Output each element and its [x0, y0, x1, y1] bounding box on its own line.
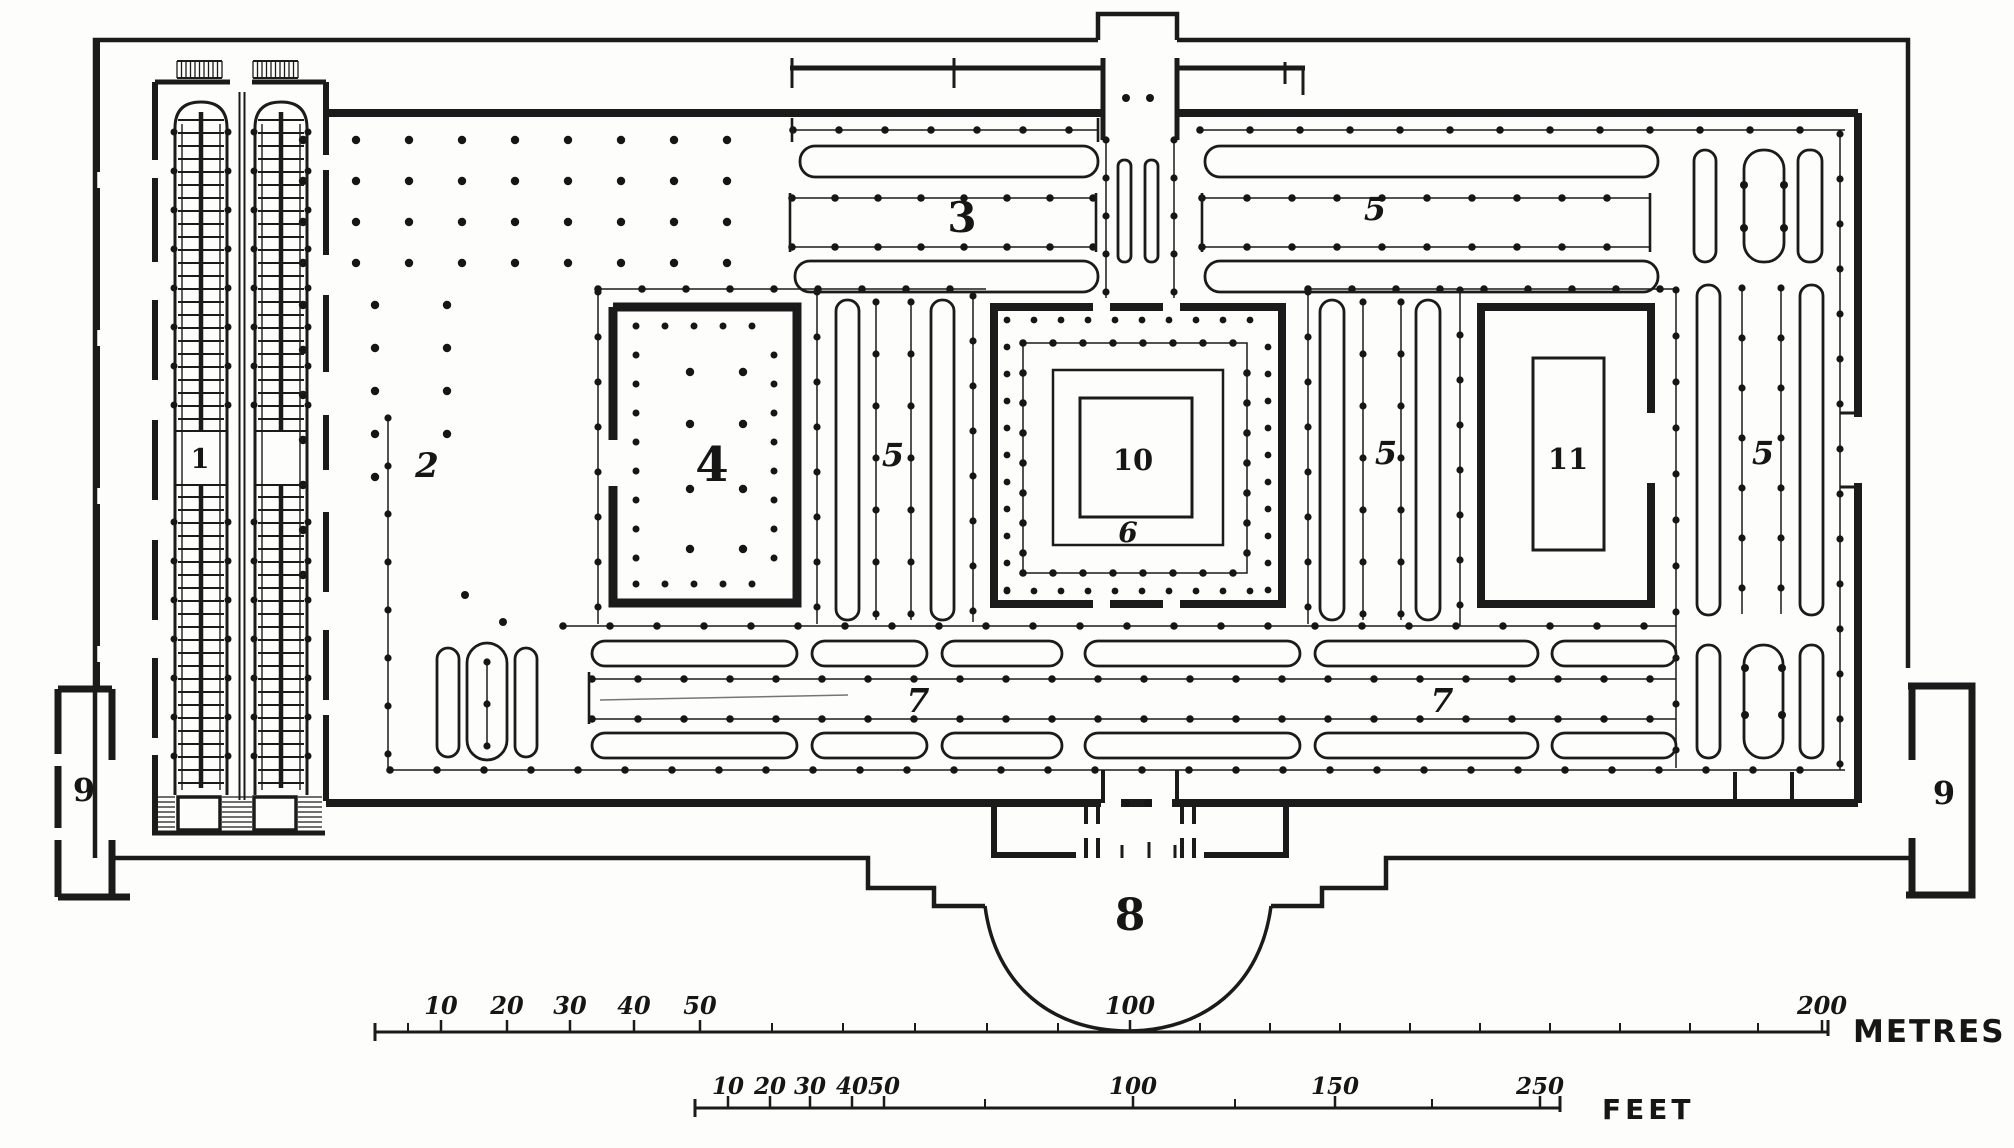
room-label-11: 11: [1548, 442, 1588, 476]
room-label-4: 4: [695, 437, 728, 493]
room-label-2: 2: [414, 446, 439, 486]
room-label-7: 7: [1431, 681, 1454, 720]
plan-generated: [96, 42, 1845, 832]
scale-tick-label: 50: [683, 991, 717, 1020]
room-label-5: 5: [1375, 434, 1397, 472]
room-label-3: 3: [947, 193, 976, 242]
scale-units: METRES FEET: [1602, 1014, 2006, 1126]
room-label-1: 1: [191, 444, 210, 475]
room-label-5: 5: [1752, 434, 1774, 472]
scale-tick-label: 40: [617, 991, 651, 1020]
scale-tick-label: 50: [868, 1073, 900, 1100]
scale-tick-label: 100: [1105, 991, 1155, 1020]
scale-tick-label: 100: [1109, 1073, 1157, 1100]
room-4-walls: [608, 302, 802, 608]
scale-tick-label: 30: [553, 991, 587, 1020]
north-gate: [790, 58, 1305, 140]
metres-unit-label: METRES: [1853, 1014, 2006, 1050]
scale-tick-label: 20: [753, 1073, 786, 1100]
scale-tick-label: 10: [712, 1073, 744, 1100]
faint-line: [599, 694, 849, 701]
room-label-5: 5: [1364, 190, 1386, 228]
side-wing-right: [1906, 682, 1976, 899]
scale-tick-label: 200: [1796, 991, 1847, 1020]
scale-tick-label: 250: [1515, 1073, 1564, 1100]
main-hall-walls: [326, 109, 1862, 807]
scale-tick-label: 20: [489, 991, 524, 1020]
room-label-9: 9: [1933, 774, 1955, 812]
scale-tick-label: 10: [424, 991, 458, 1020]
pavilion-dotted-square: [1022, 342, 1248, 574]
scale-tick-label: 40: [836, 1073, 868, 1100]
room-label-10: 10: [1113, 443, 1153, 477]
room-11-inner-rect: [1531, 356, 1606, 552]
room-label-6: 6: [1118, 516, 1137, 549]
room-label-9: 9: [73, 771, 95, 809]
south-porch: [991, 770, 1289, 858]
pavilion-inner-square: [1078, 396, 1194, 519]
pavilion-middle-square: [1051, 368, 1225, 547]
room-label-8: 8: [1115, 890, 1146, 941]
scale-tick-label: 30: [794, 1073, 826, 1100]
scale-tick-label: 150: [1311, 1073, 1359, 1100]
annex-walls: [152, 79, 326, 836]
central-pavilion: [990, 303, 1286, 608]
feet-unit-label: FEET: [1602, 1093, 1694, 1126]
room-label-5: 5: [882, 436, 904, 474]
room-11-walls: [1477, 303, 1655, 608]
enclosure-walls: [92, 11, 1913, 1033]
side-wing-left: [54, 685, 130, 901]
room-label-7: 7: [907, 681, 930, 720]
